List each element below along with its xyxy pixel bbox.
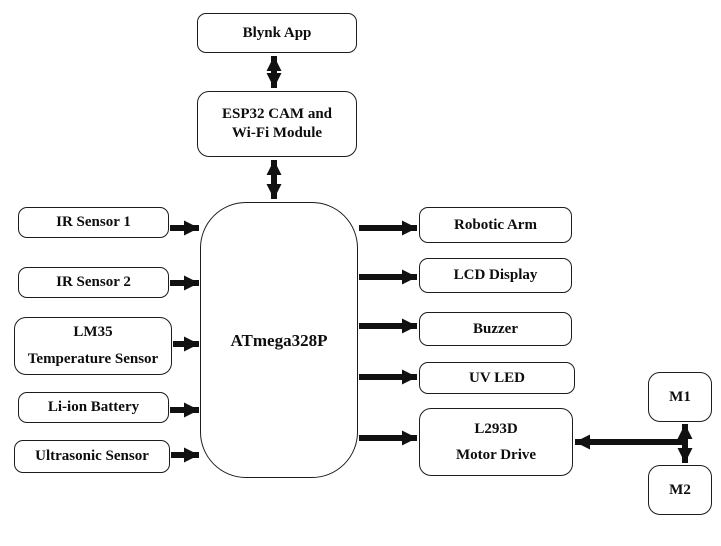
node-label: Blynk App — [242, 24, 312, 41]
node-label: Robotic Arm — [454, 216, 537, 233]
node-atmega328p: ATmega328P — [200, 202, 358, 478]
node-label: ATmega328P — [230, 330, 328, 350]
node-esp32-cam-wifi-module: ESP32 CAM and Wi-Fi Module — [197, 91, 357, 157]
node-label: IR Sensor 1 — [56, 214, 131, 230]
node-label-line2: Wi-Fi Module — [231, 125, 323, 141]
node-label: UV LED — [469, 369, 525, 386]
node-lm35-temperature-sensor: LM35 Temperature Sensor — [14, 317, 172, 375]
node-label: Ultrasonic Sensor — [35, 448, 149, 464]
node-ir-sensor-1: IR Sensor 1 — [18, 207, 169, 238]
node-robotic-arm: Robotic Arm — [419, 207, 572, 243]
node-label-line1: LM35 — [73, 324, 113, 340]
node-label: Li-ion Battery — [47, 399, 140, 415]
node-ir-sensor-2: IR Sensor 2 — [18, 267, 169, 298]
node-label-line1: ESP32 CAM and — [221, 106, 333, 122]
node-label-line1: L293D — [474, 421, 518, 437]
node-label: LCD Display — [453, 267, 538, 283]
node-li-ion-battery: Li-ion Battery — [18, 392, 169, 423]
node-ultrasonic-sensor: Ultrasonic Sensor — [14, 440, 170, 473]
node-motor-m1: M1 — [648, 372, 712, 422]
node-blynk-app: Blynk App — [197, 13, 357, 53]
node-label-line2: Temperature Sensor — [27, 351, 159, 367]
node-label-line2: Motor Drive — [455, 447, 537, 463]
node-motor-m2: M2 — [648, 465, 712, 515]
node-buzzer: Buzzer — [419, 312, 572, 346]
node-label: M1 — [669, 388, 691, 405]
node-label: IR Sensor 2 — [56, 274, 131, 290]
node-uv-led: UV LED — [419, 362, 575, 394]
node-label: Buzzer — [473, 320, 518, 337]
node-l293d-motor-drive: L293D Motor Drive — [419, 408, 573, 476]
node-label: M2 — [669, 481, 691, 498]
node-lcd-display: LCD Display — [419, 258, 572, 293]
